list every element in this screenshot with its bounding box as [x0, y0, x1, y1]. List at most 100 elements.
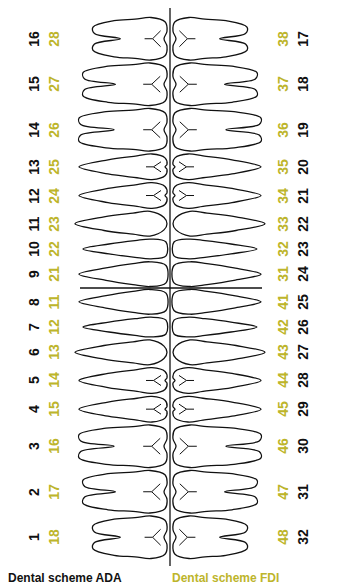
- ada-tooth-number: 16: [27, 31, 41, 47]
- fdi-tooth-number: 15: [47, 401, 61, 417]
- ada-tooth-number: 14: [27, 122, 41, 138]
- crown-fissure: [146, 162, 161, 172]
- crown-fissure: [146, 375, 161, 385]
- tooth-outline: [172, 239, 257, 259]
- tooth-outline: [173, 108, 262, 151]
- ada-tooth-number: 8: [27, 298, 41, 306]
- fdi-tooth-number: 46: [276, 438, 290, 454]
- crown-fissure: [179, 529, 195, 545]
- fdi-tooth-number: 32: [276, 241, 290, 257]
- tooth-outline: [173, 154, 261, 180]
- fdi-tooth-number: 13: [47, 344, 61, 360]
- fdi-tooth-number: 42: [276, 319, 290, 335]
- ada-tooth-number: 26: [296, 319, 310, 335]
- ada-tooth-number: 1: [27, 533, 41, 541]
- tooth-outline: [79, 425, 168, 468]
- ada-tooth-number: 22: [296, 216, 310, 232]
- tooth-outline: [173, 470, 258, 513]
- scheme-caption: Dental scheme FDI: [172, 572, 279, 584]
- ada-tooth-number: 23: [296, 241, 310, 257]
- crown-fissure: [143, 438, 160, 454]
- crown-fissure: [179, 31, 195, 47]
- fdi-tooth-number: 28: [47, 31, 61, 47]
- tooth-outline: [79, 108, 168, 151]
- ada-tooth-number: 7: [27, 323, 41, 331]
- ada-tooth-number: 30: [296, 438, 310, 454]
- fdi-tooth-number: 36: [276, 122, 290, 138]
- tooth-outline: [173, 183, 261, 209]
- tooth-outline: [79, 289, 168, 314]
- ada-tooth-number: 21: [296, 188, 310, 204]
- fdi-tooth-number: 23: [47, 216, 61, 232]
- crown-fissure: [179, 375, 194, 385]
- ada-tooth-number: 4: [27, 405, 41, 413]
- fdi-tooth-number: 48: [276, 529, 290, 545]
- ada-tooth-number: 13: [27, 159, 41, 175]
- fdi-tooth-number: 27: [47, 76, 61, 92]
- tooth-outline: [75, 340, 167, 365]
- fdi-tooth-number: 33: [276, 216, 290, 232]
- horizontal-midline: [80, 287, 262, 288]
- ada-tooth-number: 10: [27, 241, 41, 257]
- ada-tooth-number: 6: [27, 348, 41, 356]
- ada-tooth-number: 29: [296, 401, 310, 417]
- tooth-outline: [83, 317, 168, 337]
- crown-fissure: [143, 122, 160, 138]
- crown-fissure: [180, 76, 197, 92]
- ada-tooth-number: 15: [27, 76, 41, 92]
- fdi-tooth-number: 34: [276, 188, 290, 204]
- tooth-outline: [79, 154, 167, 180]
- tooth-outline: [93, 516, 168, 559]
- ada-tooth-number: 11: [27, 216, 41, 231]
- fdi-tooth-number: 12: [47, 319, 61, 335]
- fdi-tooth-number: 31: [276, 266, 290, 282]
- fdi-tooth-number: 47: [276, 484, 290, 500]
- crown-fissure: [146, 191, 161, 201]
- ada-tooth-number: 27: [296, 344, 310, 360]
- fdi-tooth-number: 22: [47, 241, 61, 257]
- fdi-tooth-number: 11: [47, 294, 61, 309]
- ada-tooth-number: 9: [27, 270, 41, 278]
- ada-tooth-number: 2: [27, 488, 41, 496]
- ada-tooth-number: 17: [296, 31, 310, 47]
- ada-tooth-number: 5: [27, 377, 41, 385]
- crown-fissure: [179, 191, 194, 201]
- tooth-outline: [83, 470, 168, 513]
- fdi-tooth-number: 45: [276, 401, 290, 417]
- crown-fissure: [180, 484, 197, 500]
- ada-tooth-number: 20: [296, 159, 310, 175]
- tooth-outline: [172, 317, 257, 337]
- tooth-outline: [79, 368, 167, 394]
- ada-tooth-number: 19: [296, 122, 310, 138]
- ada-tooth-number: 28: [296, 373, 310, 389]
- tooth-outline: [172, 262, 261, 287]
- tooth-outline: [173, 425, 262, 468]
- fdi-tooth-number: 18: [47, 529, 61, 545]
- tooth-outline: [79, 183, 167, 209]
- crown-fissure: [180, 122, 197, 138]
- crown-fissure: [180, 438, 197, 454]
- tooth-outline: [83, 239, 168, 259]
- ada-tooth-number: 18: [296, 76, 310, 92]
- fdi-tooth-number: 24: [47, 188, 61, 204]
- fdi-tooth-number: 37: [276, 76, 290, 92]
- tooth-outline: [173, 516, 248, 559]
- ada-tooth-number: 25: [296, 294, 310, 310]
- fdi-tooth-number: 14: [47, 373, 61, 389]
- tooth-outline: [93, 17, 168, 60]
- ada-tooth-number: 31: [296, 484, 310, 500]
- crown-fissure: [143, 484, 160, 500]
- crown-fissure: [146, 404, 161, 414]
- crown-fissure: [143, 76, 160, 92]
- fdi-tooth-number: 43: [276, 344, 290, 360]
- tooth-outline: [173, 17, 248, 60]
- tooth-outline: [75, 211, 167, 236]
- fdi-tooth-number: 35: [276, 159, 290, 175]
- fdi-tooth-number: 16: [47, 438, 61, 454]
- tooth-outline: [173, 396, 261, 422]
- tooth-outline: [173, 340, 265, 365]
- ada-tooth-number: 3: [27, 442, 41, 450]
- fdi-tooth-number: 21: [47, 266, 61, 282]
- ada-tooth-number: 24: [296, 266, 310, 282]
- crown-fissure: [179, 404, 194, 414]
